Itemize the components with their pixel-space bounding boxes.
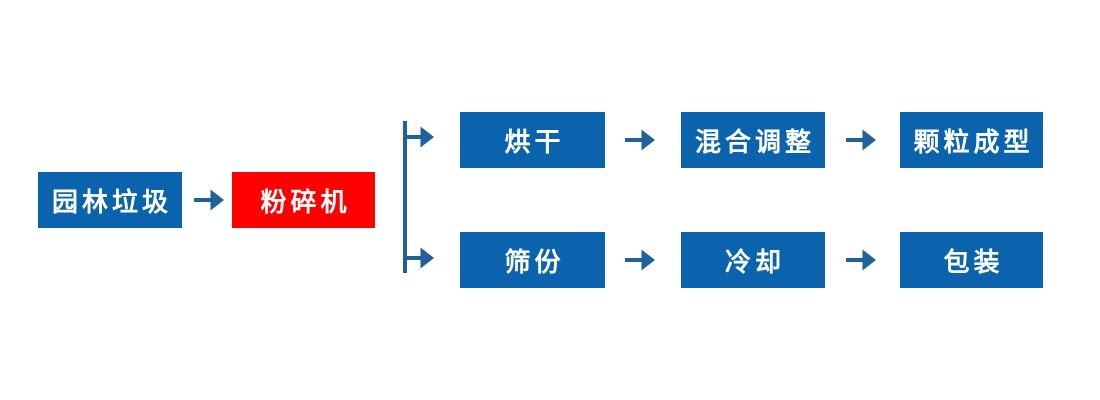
node-packaging-label: 包装 (943, 247, 1004, 278)
node-crusher: 粉碎机 (232, 172, 375, 228)
right-arrow-icon (194, 189, 224, 211)
right-arrow-icon (846, 129, 876, 151)
node-crusher-label: 粉碎机 (260, 187, 351, 218)
node-drying: 烘干 (460, 112, 605, 168)
right-arrow-icon (625, 249, 655, 271)
node-cooling: 冷却 (681, 232, 825, 288)
node-mixing-adjustment-label: 混合调整 (694, 127, 815, 158)
right-arrow-icon (846, 249, 876, 271)
node-pellet-forming: 颗粒成型 (900, 112, 1043, 168)
node-garden-waste-label: 园林垃圾 (51, 187, 172, 218)
right-arrow-icon (625, 129, 655, 151)
branch-vertical-line (403, 121, 407, 273)
branch-top-right-arrow-icon (404, 126, 434, 148)
node-screening-label: 筛份 (504, 247, 565, 278)
branch-bottom-right-arrow-icon (404, 247, 434, 269)
node-pellet-forming-label: 颗粒成型 (913, 127, 1034, 158)
node-mixing-adjustment: 混合调整 (681, 112, 825, 168)
node-screening: 筛份 (460, 232, 605, 288)
node-garden-waste: 园林垃圾 (38, 172, 182, 228)
node-packaging: 包装 (900, 232, 1043, 288)
node-cooling-label: 冷却 (724, 247, 785, 278)
node-drying-label: 烘干 (504, 127, 565, 158)
